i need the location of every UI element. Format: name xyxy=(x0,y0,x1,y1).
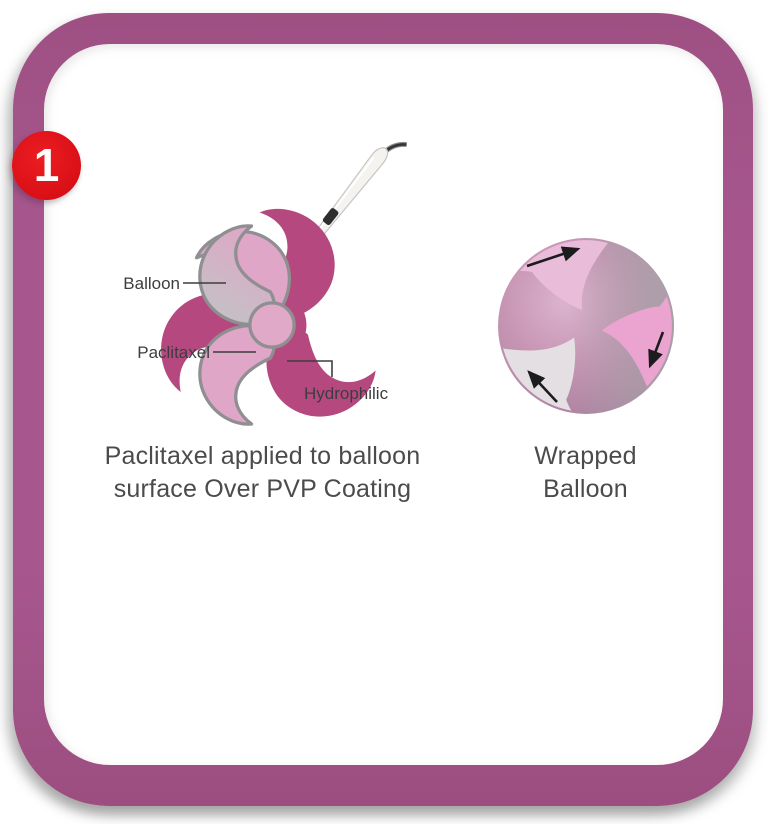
wrap-direction-arrow-icon xyxy=(527,370,558,403)
paclitaxel-label: Paclitaxel xyxy=(137,343,210,362)
left-caption: Paclitaxel applied to balloon surface Ov… xyxy=(40,440,485,506)
wrapped-balloon-diagram xyxy=(498,238,674,414)
wrap-direction-arrow-icon xyxy=(526,246,581,268)
right-caption-line2: Balloon xyxy=(543,475,628,503)
hydrophilic-core xyxy=(248,301,296,349)
right-caption: Wrapped Balloon xyxy=(488,440,683,506)
step-number-badge: 1 xyxy=(12,131,81,200)
balloon-wings xyxy=(194,224,296,426)
left-caption-line1: Paclitaxel applied to balloon xyxy=(104,442,421,470)
hydrophilic-label: Hydrophilic xyxy=(304,384,389,403)
wrapped-balloon-sphere xyxy=(498,238,674,414)
right-caption-line1: Wrapped xyxy=(534,442,637,470)
leader-lines xyxy=(183,282,333,377)
folded-balloon xyxy=(161,208,376,426)
left-caption-line2: surface Over PVP Coating xyxy=(113,475,412,503)
wrap-direction-arrow-icons xyxy=(526,246,665,403)
step-number: 1 xyxy=(33,138,60,191)
folded-balloon-diagram: Balloon Paclitaxel Hydrophilic xyxy=(123,141,407,426)
wrap-direction-arrow-icon xyxy=(648,331,665,369)
balloon-label: Balloon xyxy=(123,274,180,293)
